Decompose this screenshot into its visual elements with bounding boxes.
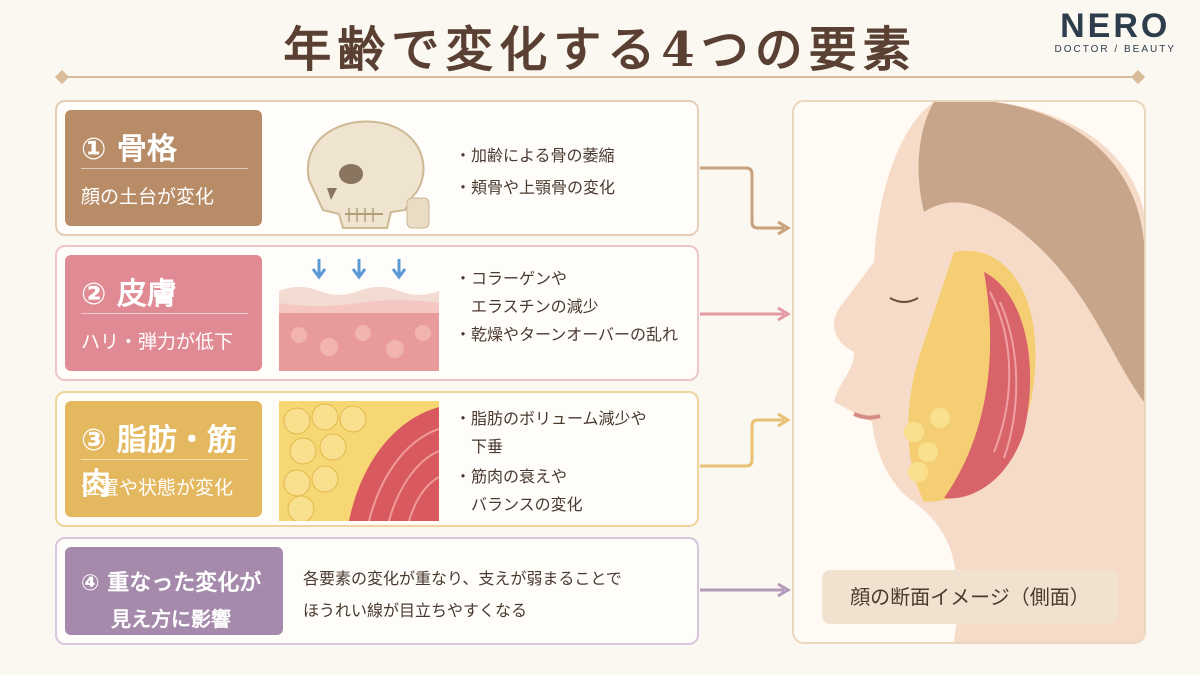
bullet-text: ・加齢による骨の萎縮 [455, 146, 615, 165]
factor-heading: ① 骨格 [81, 132, 177, 167]
factor-label-rule [81, 168, 248, 169]
factor-label-rule [81, 313, 248, 314]
arrow-fat-muscle [700, 412, 791, 468]
factor-subheading: 顔の土台が変化 [81, 186, 215, 208]
bullet-text: ・筋肉の衰えや [455, 467, 568, 486]
skin-layer-icon [279, 259, 439, 371]
factor-card-combined: ④ 重なった変化が 見え方に影響 各要素の変化が重なり、支えが弱まることで ほう… [55, 537, 699, 645]
bullet-text: 各要素の変化が重なり、支えが弱まることで [303, 569, 622, 588]
bullet-text: ・脂肪のボリューム減少や [455, 409, 647, 428]
factor-label-rule [81, 459, 248, 460]
title-divider [62, 76, 1138, 78]
arrow-combined [700, 582, 791, 598]
bullet-text: バランスの変化 [455, 495, 583, 514]
face-panel [792, 100, 1146, 644]
logo-name: NERO [1060, 7, 1171, 45]
factor-label-fat-muscle: ③ 脂肪・筋肉 位置や状態が変化 [65, 401, 262, 517]
arrow-skeleton [700, 166, 791, 236]
factor-subheading: ハリ・弾力が低下 [81, 331, 234, 353]
skull-icon [306, 120, 430, 229]
bullet-text: ほうれい線が目立ちやすくなる [303, 601, 528, 620]
factor-card-skin: ② 皮膚 ハリ・弾力が低下 ・コラーゲンや エラスチンの減少 ・乾燥やターンオー… [55, 245, 699, 381]
brand-logo: NERO DOCTOR / BEAUTY [1055, 8, 1177, 55]
bullet-text: 下垂 [455, 437, 504, 456]
factor-subheading: 位置や状態が変化 [81, 477, 234, 499]
factor-label-combined: ④ 重なった変化が 見え方に影響 [65, 547, 283, 635]
bullet-text: エラスチンの減少 [455, 297, 599, 316]
factor-subheading: 見え方に影響 [111, 607, 231, 631]
arrow-skin [700, 306, 791, 322]
fat-muscle-icon [279, 401, 439, 521]
factor-card-fat-muscle: ③ 脂肪・筋肉 位置や状態が変化 ・脂肪のボリューム減少や 下垂 ・筋肉の衰えや… [55, 391, 699, 527]
factor-label-skeleton: ① 骨格 顔の土台が変化 [65, 110, 262, 226]
logo-subtitle: DOCTOR / BEAUTY [1054, 44, 1176, 55]
face-caption: 顔の断面イメージ（側面） [822, 570, 1118, 624]
factor-card-skeleton: ① 骨格 顔の土台が変化 ・加齢による骨の萎縮 ・頬骨や上顎骨の変化 [55, 100, 699, 236]
factor-label-skin: ② 皮膚 ハリ・弾力が低下 [65, 255, 262, 371]
page-title: 年齢で変化する4つの要素 [283, 22, 917, 78]
factor-heading: ② 皮膚 [81, 277, 177, 312]
bullet-text: ・乾燥やターンオーバーの乱れ [455, 325, 679, 344]
factor-heading: ③ 脂肪・筋肉 [81, 423, 237, 502]
face-cross-section-icon [834, 102, 1144, 642]
factor-heading: ④ 重なった変化が [81, 571, 262, 596]
bullet-text: ・コラーゲンや [455, 269, 568, 288]
bullet-text: ・頬骨や上顎骨の変化 [455, 178, 616, 197]
